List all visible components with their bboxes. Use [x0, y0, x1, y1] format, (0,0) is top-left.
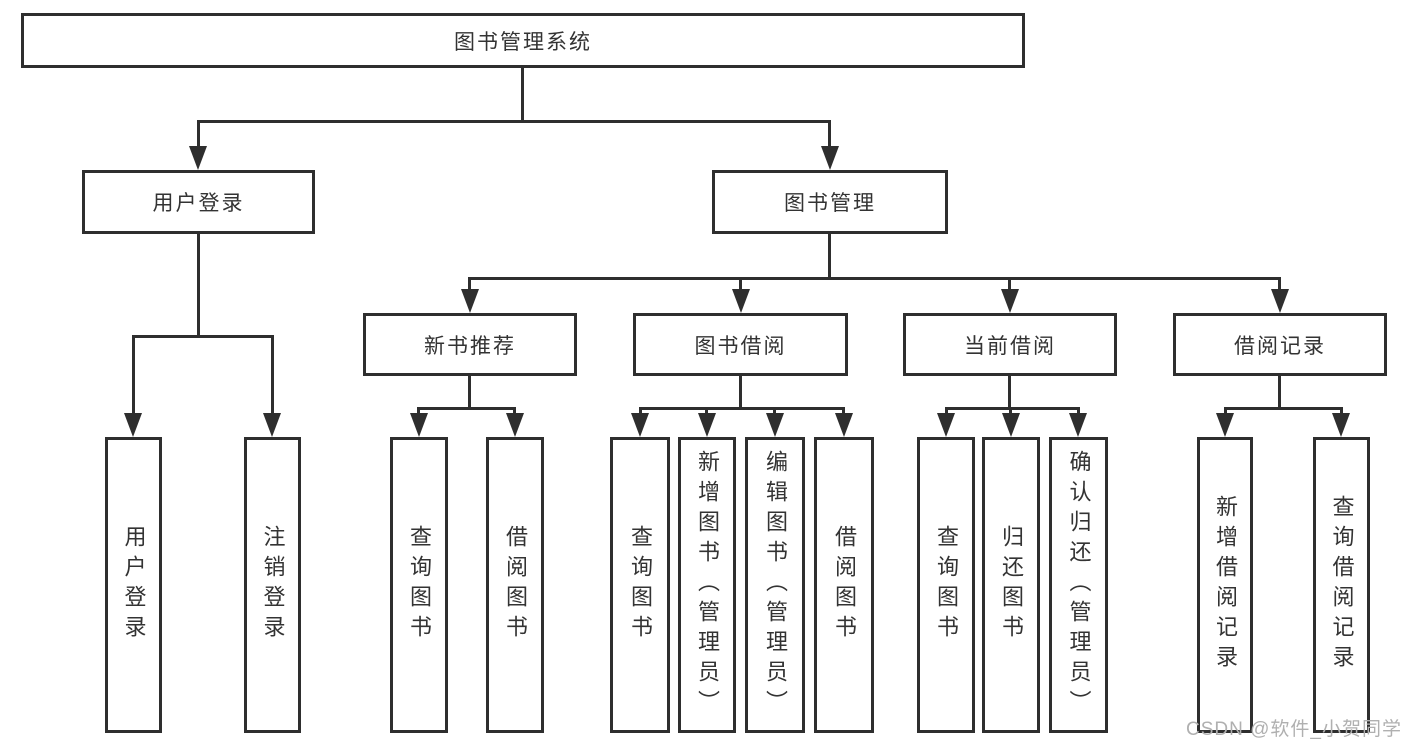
- leaf-confirm-return-admin: 确认归还（管理员）: [1049, 437, 1108, 733]
- connector-vline: [1008, 376, 1011, 410]
- arrow-down-icon: [1216, 413, 1234, 437]
- leaf-label: 查询图书: [628, 525, 653, 645]
- arrow-down-icon: [263, 413, 281, 437]
- node-current-borrow: 当前借阅: [903, 313, 1117, 376]
- connector-vline: [513, 407, 516, 417]
- leaf-label: 查询图书: [407, 525, 432, 645]
- leaf-return-books: 归还图书: [982, 437, 1040, 733]
- arrow-down-icon: [1332, 413, 1350, 437]
- node-label: 借阅记录: [1234, 334, 1326, 358]
- connector-vline: [828, 120, 831, 152]
- leaf-add-books-admin: 新增图书（管理员）: [678, 437, 736, 733]
- connector-vline: [1008, 277, 1011, 293]
- connector-vline: [132, 335, 135, 415]
- node-label: 用户登录: [152, 192, 245, 215]
- connector-hline: [132, 335, 274, 338]
- arrow-down-icon: [835, 413, 853, 437]
- leaf-label: 借阅图书: [832, 525, 857, 645]
- node-new-book-recommend: 新书推荐: [363, 313, 577, 376]
- connector-vline: [197, 234, 200, 335]
- connector-vline: [197, 120, 200, 152]
- node-book-borrow: 图书借阅: [633, 313, 848, 376]
- leaf-query-borrow-record: 查询借阅记录: [1313, 437, 1370, 733]
- connector-vline: [739, 376, 742, 410]
- leaf-label: 确认归还（管理员）: [1066, 450, 1092, 720]
- connector-vline: [945, 407, 948, 417]
- leaf-label: 新增图书（管理员）: [695, 450, 720, 720]
- connector-vline: [739, 277, 742, 293]
- node-borrow-records: 借阅记录: [1173, 313, 1387, 376]
- arrow-down-icon: [766, 413, 784, 437]
- connector-vline: [773, 407, 776, 417]
- connector-vline: [271, 335, 274, 415]
- connector-hline: [417, 407, 516, 410]
- leaf-label: 新增借阅记录: [1213, 495, 1238, 675]
- node-label: 图书借阅: [694, 334, 787, 358]
- connector-vline: [639, 407, 642, 417]
- connector-vline: [1009, 407, 1012, 417]
- connector-vline: [1224, 407, 1227, 417]
- arrow-down-icon: [410, 413, 428, 437]
- leaf-label: 查询借阅记录: [1329, 495, 1355, 675]
- connector-vline: [705, 407, 708, 417]
- leaf-add-borrow-record: 新增借阅记录: [1197, 437, 1253, 733]
- leaf-edit-books-admin: 编辑图书（管理员）: [745, 437, 805, 733]
- leaf-label: 用户登录: [121, 525, 147, 645]
- leaf-borrow-books-2: 借阅图书: [814, 437, 874, 733]
- arrow-down-icon: [1069, 413, 1087, 437]
- arrow-down-icon: [1002, 413, 1020, 437]
- leaf-label: 注销登录: [260, 525, 286, 645]
- connector-hline: [945, 407, 1079, 410]
- connector-hline: [469, 277, 1281, 280]
- connector-hline: [1224, 407, 1342, 410]
- arrow-down-icon: [1271, 289, 1289, 313]
- connector-vline: [1340, 407, 1343, 417]
- leaf-label: 归还图书: [999, 525, 1024, 645]
- connector-vline: [1077, 407, 1080, 417]
- leaf-query-books-1: 查询图书: [390, 437, 448, 733]
- connector-vline: [468, 376, 471, 410]
- leaf-query-books-3: 查询图书: [917, 437, 975, 733]
- arrow-down-icon: [189, 146, 207, 170]
- node-label: 图书管理系统: [454, 30, 592, 54]
- node-user-login: 用户登录: [82, 170, 315, 234]
- leaf-label: 编辑图书（管理员）: [763, 450, 788, 720]
- connector-vline: [468, 277, 471, 293]
- node-label: 当前借阅: [964, 334, 1056, 358]
- leaf-label: 查询图书: [934, 525, 959, 645]
- connector-hline: [639, 407, 845, 410]
- arrow-down-icon: [1001, 289, 1019, 313]
- leaf-borrow-books-1: 借阅图书: [486, 437, 544, 733]
- arrow-down-icon: [698, 413, 716, 437]
- connector-vline: [1278, 277, 1281, 293]
- node-label: 新书推荐: [424, 334, 516, 358]
- connector-vline: [828, 234, 831, 280]
- connector-vline: [521, 68, 524, 120]
- csdn-watermark: CSDN @软件_小贺同学: [1186, 719, 1402, 740]
- arrow-down-icon: [461, 289, 479, 313]
- connector-hline: [197, 120, 831, 123]
- arrow-down-icon: [937, 413, 955, 437]
- node-book-management: 图书管理: [712, 170, 948, 234]
- arrow-down-icon: [631, 413, 649, 437]
- leaf-label: 借阅图书: [503, 525, 528, 645]
- connector-vline: [417, 407, 420, 417]
- connector-vline: [842, 407, 845, 417]
- arrow-down-icon: [124, 413, 142, 437]
- node-label: 图书管理: [784, 192, 876, 215]
- node-root: 图书管理系统: [21, 13, 1025, 68]
- leaf-user-login: 用户登录: [105, 437, 162, 733]
- arrow-down-icon: [506, 413, 524, 437]
- arrow-down-icon: [732, 289, 750, 313]
- arrow-down-icon: [821, 146, 839, 170]
- leaf-query-books-2: 查询图书: [610, 437, 670, 733]
- leaf-logout: 注销登录: [244, 437, 301, 733]
- connector-vline: [1278, 376, 1281, 410]
